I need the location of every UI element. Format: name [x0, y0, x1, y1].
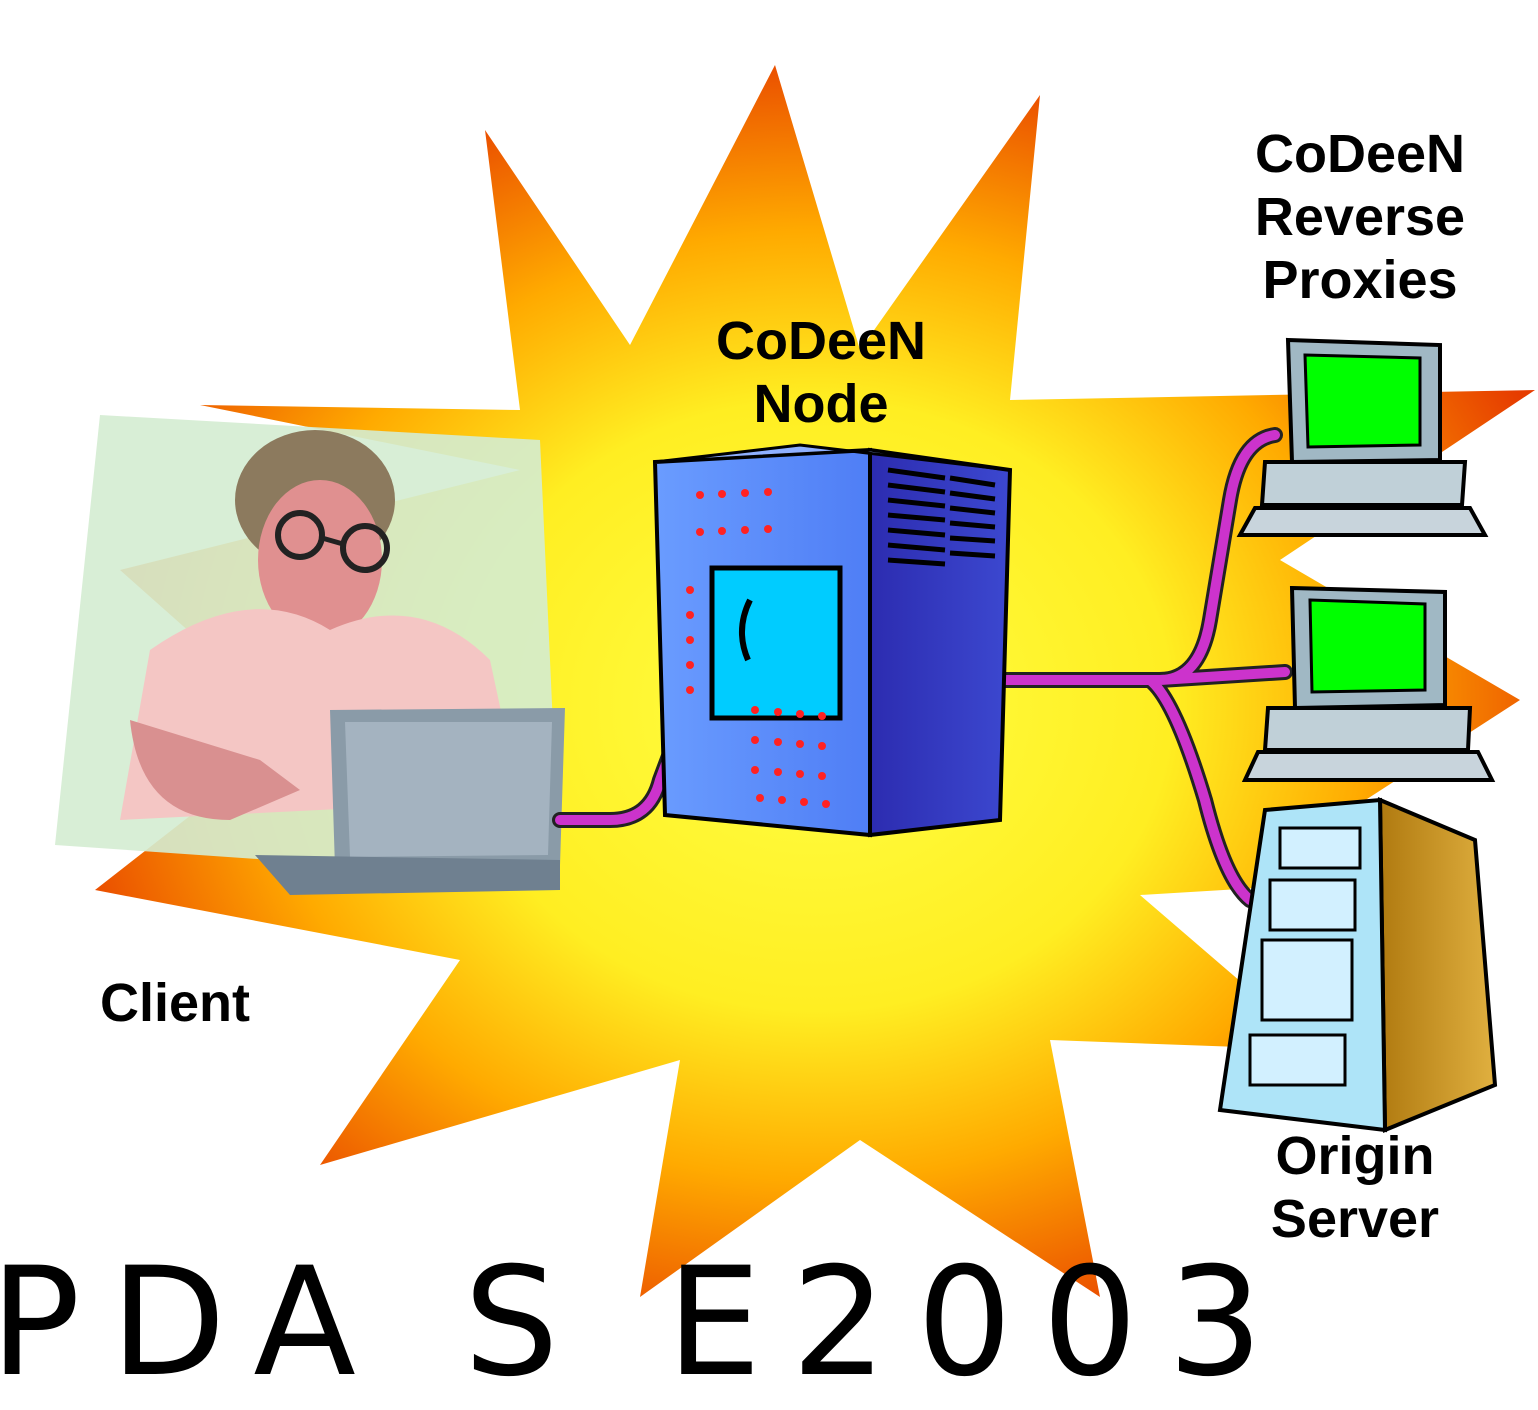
- reverse-proxies-label-line-3: Proxies: [1262, 250, 1458, 310]
- client-illustration: [55, 415, 565, 895]
- origin-server-label-line-1: Origin: [1275, 1126, 1435, 1186]
- network-diagram: [55, 65, 1535, 1297]
- codeen-node-label-line-2: Node: [753, 374, 889, 434]
- reverse-proxy-computer-1: [1236, 337, 1489, 537]
- reverse-proxies-label-line-1: CoDeeN: [1254, 124, 1466, 184]
- origin-server-tower: [1217, 796, 1498, 1133]
- codeen-node-label-line-1: CoDeeN: [715, 311, 927, 371]
- reverse-proxies-label-line-2: Reverse: [1254, 187, 1466, 247]
- origin-server-label: Origin Server: [1225, 1125, 1485, 1251]
- reverse-proxy-computer-2: [1241, 585, 1496, 782]
- cut-off-footer-text: PDA S E2003: [0, 1236, 1294, 1410]
- codeen-node-tower: [652, 443, 1013, 838]
- origin-server-label-line-2: Server: [1270, 1189, 1440, 1249]
- codeen-node-label: CoDeeN Node: [686, 310, 956, 436]
- client-label: Client: [99, 973, 250, 1033]
- reverse-proxies-label: CoDeeN Reverse Proxies: [1210, 123, 1510, 312]
